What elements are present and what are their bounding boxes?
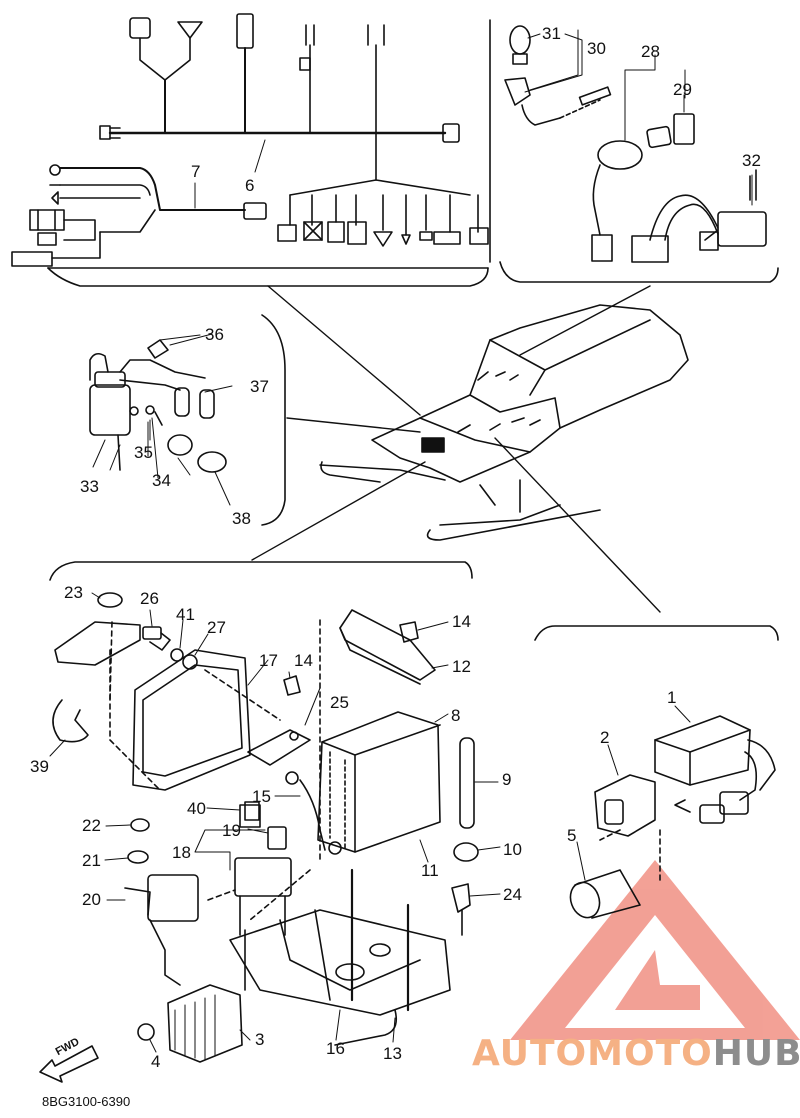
callout-28: 28 [641,42,660,61]
watermark-logo [510,860,800,1040]
callout-19: 19 [222,821,241,840]
callout-10: 10 [503,840,522,859]
watermark-part2: HUB [712,1033,800,1074]
callout-27: 27 [207,618,226,637]
callout-23: 23 [64,583,83,602]
callout-29: 29 [673,80,692,99]
callout-20: 20 [82,890,101,909]
callout-16: 16 [326,1039,345,1058]
callout-17: 17 [259,651,278,670]
callout-3: 3 [255,1030,265,1049]
diagram-code: 8BG3100-6390 [42,1094,131,1109]
snowmobile-outline [251,285,689,613]
callout-12: 12 [452,657,471,676]
electrical-box-group [49,561,479,1063]
callout-5: 5 [567,826,577,845]
callout-38: 38 [232,509,251,528]
callout-6: 6 [245,176,255,195]
callout-7: 7 [191,162,201,181]
callout-30: 30 [587,39,606,58]
callout-31: 31 [542,24,561,43]
callout-1: 1 [667,688,677,707]
callout-25: 25 [330,693,349,712]
callout-36: 36 [205,325,224,344]
callout-21: 21 [82,851,101,870]
callout-13: 13 [383,1044,402,1063]
ignition-coil-group [89,314,286,526]
callout-35: 35 [134,443,153,462]
callout-22: 22 [82,816,101,835]
callout-14-mid: 14 [294,651,313,670]
callout-37: 37 [250,377,269,396]
cdi-unit-group [534,625,779,919]
watermark-part1: AUTOMOTO [472,1033,713,1074]
callout-40: 40 [187,799,206,818]
watermark-text: AUTOMOTOHUB [472,1036,800,1072]
callout-8: 8 [451,706,461,725]
callout-33: 33 [80,477,99,496]
wire-harness-group [11,13,489,287]
fwd-arrow-icon [39,1045,99,1083]
callout-9: 9 [502,770,512,789]
callout-2: 2 [600,728,610,747]
callout-11: 11 [421,861,439,880]
callout-18: 18 [172,843,191,862]
callout-26: 26 [140,589,159,608]
callout-24: 24 [503,885,522,904]
callout-39: 39 [30,757,49,776]
callout-14-top: 14 [452,612,471,631]
callout-41: 41 [176,605,195,624]
callout-4: 4 [151,1052,161,1071]
switch-group [489,19,779,283]
callout-32: 32 [742,151,761,170]
leader-lines [49,33,753,1053]
callout-34: 34 [152,471,171,490]
callout-15: 15 [252,787,271,806]
